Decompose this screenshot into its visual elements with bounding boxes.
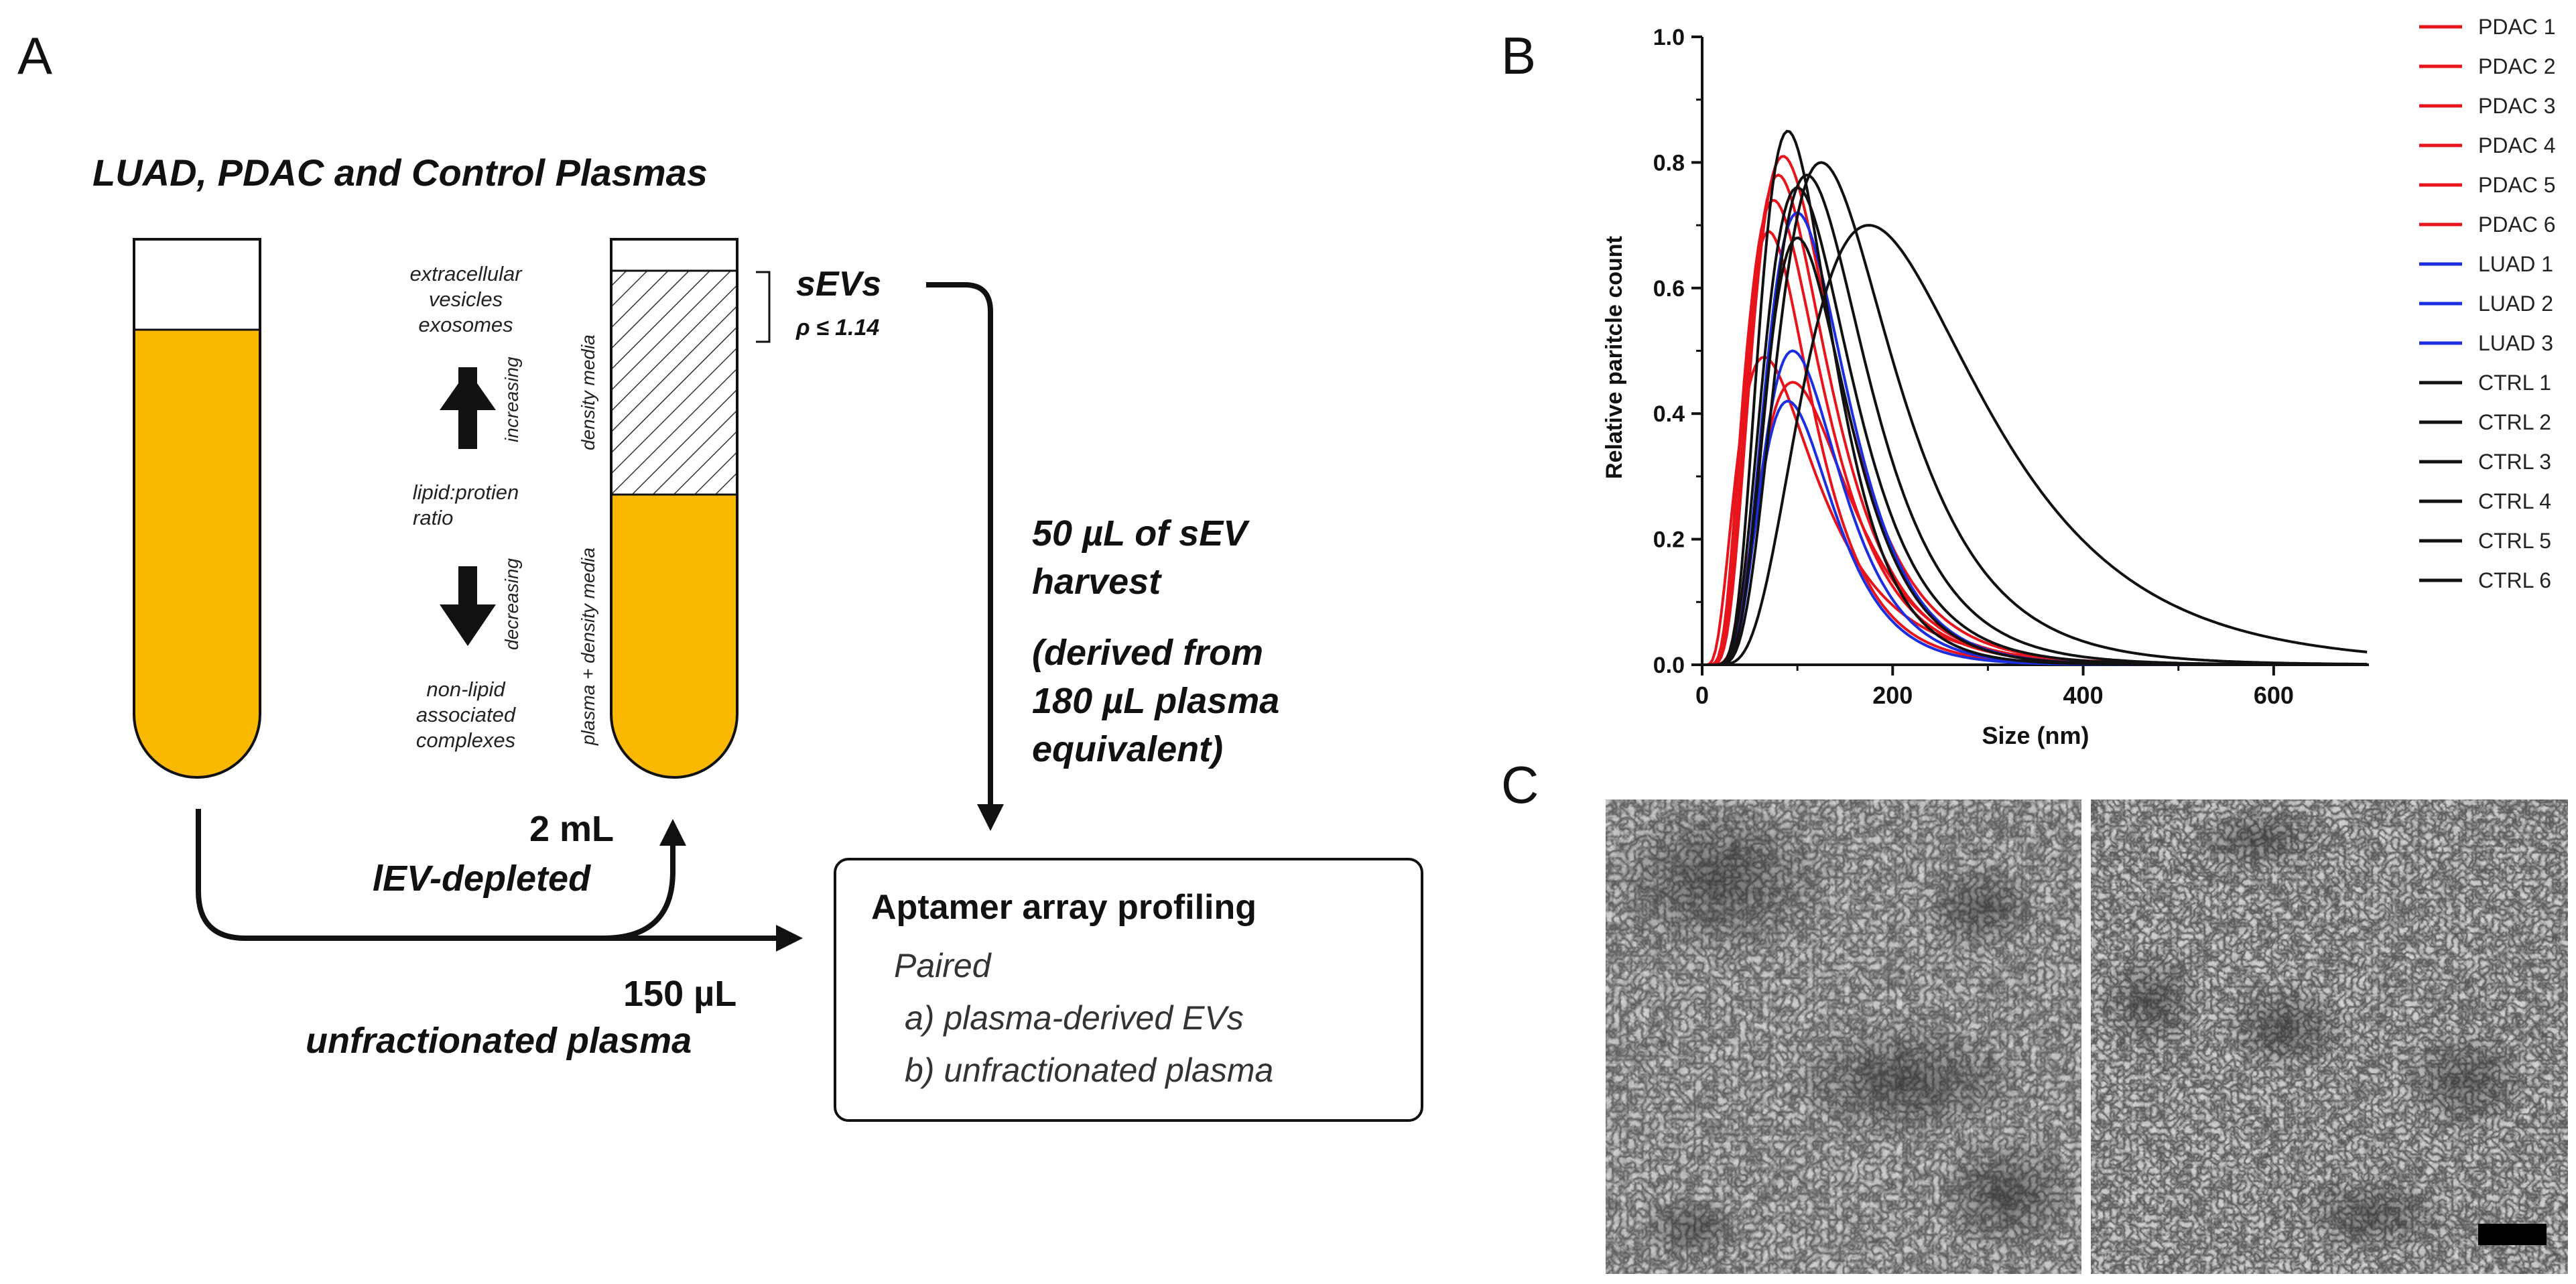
label-unfractionated: unfractionated plasma <box>306 1021 692 1061</box>
x-tick-label: 0 <box>1695 682 1709 709</box>
plasma-to-array-arrow <box>196 809 781 941</box>
box-item-a: a) plasma-derived EVs <box>905 999 1244 1037</box>
series-line-ctrl-4 <box>1703 224 2368 666</box>
legend-label: CTRL 1 <box>2478 371 2551 395</box>
x-axis-label: Size (nm) <box>1982 722 2089 749</box>
label-2ml: 2 mL <box>529 809 615 849</box>
depleted-to-tube-arrow <box>602 843 675 941</box>
label-bottom-group: non-lipid associated complexes <box>415 678 516 752</box>
y-tick-label: 1.0 <box>1653 25 1685 50</box>
series-line-ctrl-5 <box>1703 236 2368 666</box>
y-tick-label: 0.2 <box>1653 527 1685 553</box>
label-150ul: 150 µL <box>623 974 737 1014</box>
label-sevs: sEVs <box>796 265 882 304</box>
legend-label: CTRL 6 <box>2478 568 2551 592</box>
legend-label: CTRL 3 <box>2478 450 2551 474</box>
box-item-b: b) unfractionated plasma <box>905 1051 1274 1089</box>
legend-label: PDAC 6 <box>2478 212 2556 237</box>
panel-a-title: LUAD, PDAC and Control Plasmas <box>92 151 708 194</box>
tube-1-outline <box>133 238 261 779</box>
legend-label: CTRL 5 <box>2478 529 2551 553</box>
sev-bracket <box>756 271 771 343</box>
tube-2-density-layer <box>611 271 737 495</box>
tube-2-plasma <box>611 495 737 777</box>
label-density-media: density media <box>578 334 598 450</box>
y-tick-label: 0.4 <box>1653 401 1685 427</box>
label-derived: (derived from 180 µL plasma equivalent) <box>1032 633 1280 769</box>
x-tick-label: 200 <box>1872 682 1913 709</box>
legend-label: CTRL 4 <box>2478 489 2551 513</box>
series-line-ctrl-1 <box>1703 129 2368 666</box>
x-tick-label: 600 <box>2254 682 2294 709</box>
legend-label: PDAC 2 <box>2478 54 2556 78</box>
legend-label: LUAD 2 <box>2478 292 2553 316</box>
tube-1-plasma <box>134 330 260 777</box>
y-tick-label: 0.6 <box>1653 276 1685 302</box>
box-paired: Paired <box>894 947 991 984</box>
x-tick-label: 400 <box>2063 682 2104 709</box>
tube-2-outline <box>610 238 738 779</box>
label-iev-depleted: lEV-depleted <box>373 858 591 899</box>
tem-image-left <box>1606 799 2081 1274</box>
label-top-group: extracellular vesicles exosomes <box>409 262 522 336</box>
y-axis-label: Relative paritcle count <box>1602 236 1627 479</box>
scale-bar <box>2478 1224 2547 1245</box>
panel-label-a: A <box>17 26 53 85</box>
legend-label: PDAC 4 <box>2478 133 2556 157</box>
legend-label: PDAC 3 <box>2478 94 2556 118</box>
label-decreasing: decreasing <box>501 558 522 650</box>
arrow-down-icon <box>458 566 477 606</box>
label-increasing: increasing <box>501 357 522 442</box>
panel-label-c: C <box>1501 755 1539 814</box>
series-line-ctrl-6 <box>1703 186 2368 666</box>
label-plasma-density-media: plasma + density media <box>578 548 598 745</box>
series-line-pdac-3 <box>1703 198 2368 666</box>
series-line-pdac-1 <box>1703 155 2368 666</box>
panel-a-graphics <box>133 238 1004 952</box>
series-line-ctrl-2 <box>1703 161 2368 666</box>
legend-label: CTRL 2 <box>2478 410 2551 434</box>
box-title: Aptamer array profiling <box>871 888 1257 927</box>
sev-to-array-arrow <box>926 282 993 811</box>
tem-image-right <box>2091 799 2568 1274</box>
y-tick-label: 0.8 <box>1653 150 1685 176</box>
panel-label-b: B <box>1501 26 1537 85</box>
label-harvest: 50 µL of sEV harvest <box>1032 513 1248 602</box>
label-rho: ρ ≤ 1.14 <box>796 315 880 340</box>
aptamer-array-box: Aptamer array profiling Paired a) plasma… <box>834 858 1423 1122</box>
label-ratio: lipid:protien ratio <box>412 480 519 529</box>
legend-label: PDAC 1 <box>2478 15 2556 39</box>
y-tick-label: 0.0 <box>1653 653 1685 678</box>
legend-label: PDAC 5 <box>2478 173 2556 197</box>
legend-label: LUAD 3 <box>2478 331 2553 355</box>
legend-label: LUAD 1 <box>2478 252 2553 276</box>
